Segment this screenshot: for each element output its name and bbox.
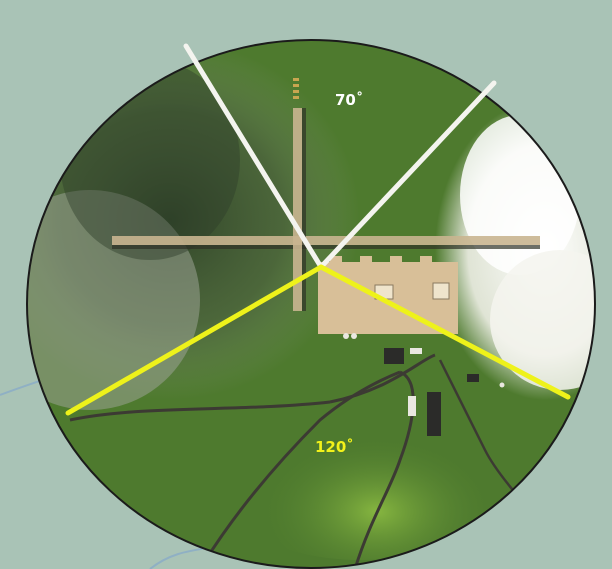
runway-north-south bbox=[293, 108, 302, 311]
upper-sector bbox=[183, 43, 497, 270]
building bbox=[427, 392, 441, 436]
view-circle-outline bbox=[26, 39, 596, 569]
building bbox=[384, 348, 404, 364]
hangar bbox=[432, 282, 450, 300]
road bbox=[353, 370, 415, 568]
lower-sector-angle-label: 120˚ bbox=[315, 438, 354, 456]
building bbox=[410, 348, 422, 354]
upper-sector-line-right bbox=[318, 80, 497, 270]
runway-east-west bbox=[112, 236, 540, 245]
road bbox=[69, 400, 331, 422]
building bbox=[408, 396, 416, 416]
lower-sector-line-left bbox=[65, 264, 324, 416]
upper-sector-line-left bbox=[183, 43, 324, 270]
lower-sector-line-right bbox=[318, 264, 571, 400]
road bbox=[198, 370, 401, 568]
approach-lights bbox=[293, 78, 299, 99]
upper-sector-angle-label: 70˚ bbox=[335, 91, 363, 109]
lower-sector bbox=[65, 264, 571, 416]
building bbox=[467, 374, 479, 382]
structure bbox=[499, 382, 505, 388]
